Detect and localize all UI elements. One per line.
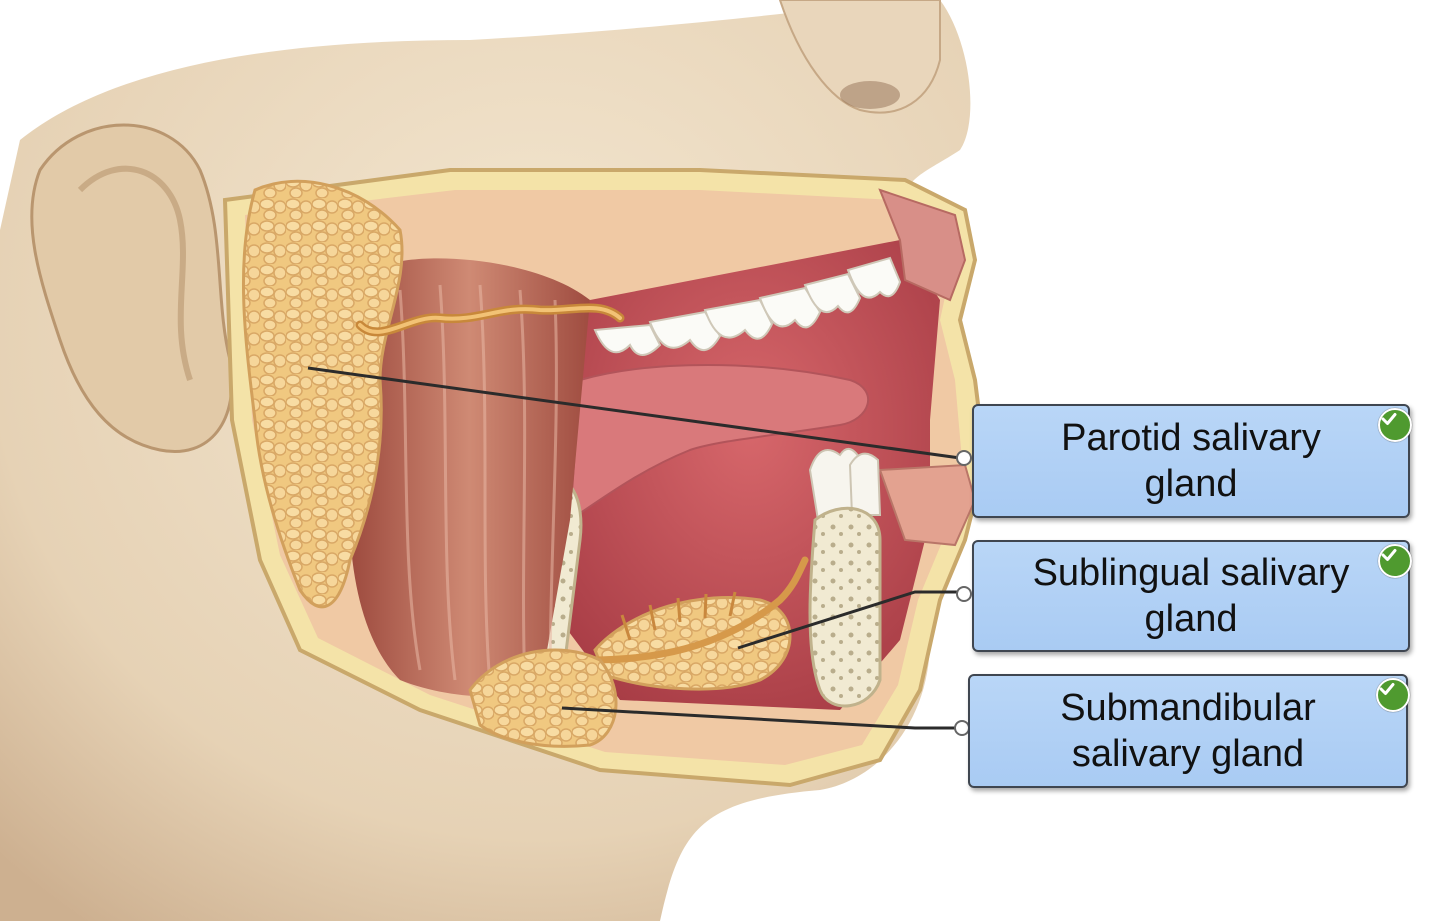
label-text-parotid: Parotid salivary gland — [1061, 417, 1321, 505]
nostril — [840, 81, 900, 109]
label-box-submandibular[interactable]: Submandibular salivary gland — [968, 674, 1410, 788]
connector-handle-sublingual[interactable] — [956, 586, 972, 602]
check-icon — [1378, 544, 1412, 578]
submandibular-gland — [468, 648, 618, 748]
label-box-sublingual[interactable]: Sublingual salivary gland — [972, 540, 1412, 652]
leader-line-submandibular — [561, 706, 956, 730]
connector-handle-parotid[interactable] — [956, 450, 972, 466]
check-icon — [1376, 678, 1410, 712]
submandibular-duct — [586, 556, 809, 664]
upper-teeth — [593, 256, 902, 356]
mandible — [808, 506, 882, 708]
label-box-parotid[interactable]: Parotid salivary gland — [972, 404, 1412, 518]
tongue — [568, 364, 870, 522]
leader-line-sublingual — [737, 590, 958, 650]
leader-line-parotid — [307, 366, 961, 460]
lower-teeth — [808, 447, 882, 521]
leader-lines — [307, 366, 961, 730]
label-text-sublingual: Sublingual salivary gland — [1032, 552, 1350, 640]
label-text-submandibular: Submandibular salivary gland — [1060, 687, 1316, 775]
parotid-gland — [241, 179, 404, 609]
ear — [30, 123, 234, 453]
nose — [778, 0, 941, 114]
check-icon — [1378, 408, 1412, 442]
